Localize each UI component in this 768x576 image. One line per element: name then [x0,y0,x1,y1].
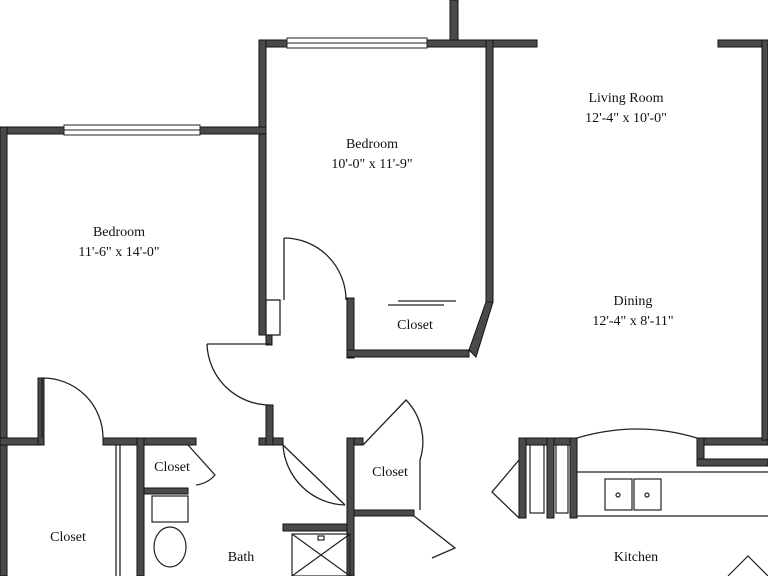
pantry-shelf [529,444,545,514]
pantry-shelf [555,444,569,514]
wall-segment [346,297,355,359]
door-jamb [265,299,281,336]
door-swing [491,459,520,519]
wall-segment [346,349,470,358]
wall-segment [0,126,65,135]
room-name: Bedroom [92,225,146,240]
door-swing [187,444,216,486]
door-leaf [282,444,346,506]
room-name: Dining [613,294,653,309]
wall-segment [353,509,415,517]
door-swing [206,343,271,406]
shower-line [291,533,351,576]
toilet-bowl [153,526,187,568]
sink-basin [604,478,633,511]
wall-segment [0,126,8,576]
door-swing [41,377,104,439]
wall-segment [136,437,145,576]
wall-segment [546,437,555,519]
room-name: Closet [372,465,408,480]
door-swing [282,444,346,506]
wall-segment [696,437,768,446]
door-swing [283,237,347,301]
room-name: Closet [397,318,433,333]
range-corner [727,555,768,576]
wall-segment [717,39,768,48]
sink-drain [615,492,621,498]
wall-segment [696,458,768,467]
room-dimensions: 12'-4" x 8'-11" [592,314,674,329]
counter-curve [576,428,698,439]
wall-segment [0,437,43,446]
windows [63,37,428,136]
doors [41,237,520,576]
room-name: Bath [227,550,255,565]
room-label-living-room: Living Room 12'-4" x 10'-0" [585,89,667,129]
door-swing [413,515,457,559]
door-swing [362,399,424,510]
room-name: Bedroom [345,137,399,152]
wall-segment [569,437,578,519]
toilet-tank [151,495,189,523]
wall-segment [258,39,267,336]
room-label-kitchen: Kitchen [614,548,658,568]
wall-segment [143,487,189,495]
shower [291,533,351,576]
wall-segment [265,404,274,446]
room-dimensions: 11'-6" x 14'-0" [78,245,160,260]
wall-segment [468,301,494,358]
room-dimensions: 10'-0" x 11'-9" [331,157,413,172]
sink-basin [633,478,662,511]
room-label-closet-hall: Closet [372,463,408,483]
fixtures [151,428,768,576]
wall-segment [426,39,538,48]
wall-segment [346,437,355,576]
wall-segment [199,126,267,135]
room-name: Living Room [588,91,664,106]
wall-segment [485,39,494,303]
sink-drain [644,492,650,498]
wall-segment [282,523,354,532]
room-dimensions: 12'-4" x 10'-0" [585,111,667,126]
room-name: Kitchen [613,550,659,565]
room-label-closet-small: Closet [154,458,190,478]
shower-drain [317,535,325,541]
wall-segment [449,0,459,45]
room-name: Closet [50,530,86,545]
wall-segment [102,437,197,446]
room-label-dining: Dining 12'-4" x 8'-11" [592,292,673,332]
room-label-closet-left: Closet [50,528,86,548]
room-label-bath: Bath [228,548,254,568]
room-label-closet-bedroom: Closet [397,316,433,336]
wall-segment [761,39,768,441]
wall-segment [518,437,527,519]
wall-segment [37,377,45,446]
room-name: Closet [154,460,190,475]
room-label-bedroom-left: Bedroom 11'-6" x 14'-0" [78,223,159,263]
room-label-bedroom-upper: Bedroom 10'-0" x 11'-9" [331,135,412,175]
